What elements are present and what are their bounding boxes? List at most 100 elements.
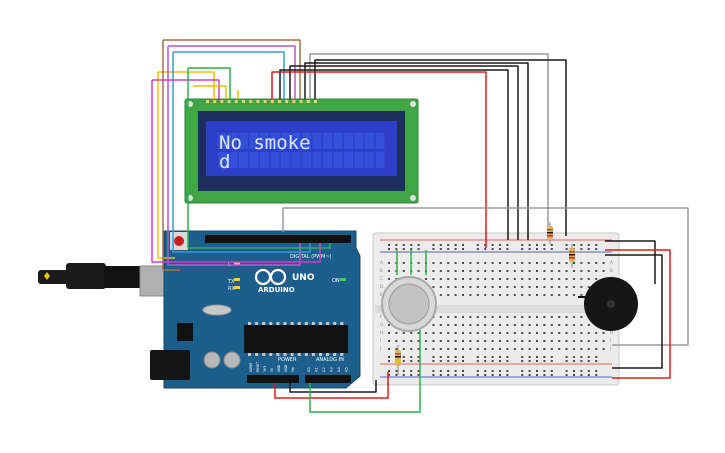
lcd-pin[interactable] — [306, 100, 310, 103]
crystal — [202, 304, 232, 316]
rail-hole — [573, 356, 575, 358]
wire-green-bottom[interactable] — [309, 330, 421, 413]
chip-pin — [248, 322, 251, 325]
wire-green-lcd[interactable] — [188, 67, 231, 99]
bb-hole — [425, 340, 427, 342]
rail-hole — [580, 248, 583, 250]
lcd-pin[interactable] — [285, 100, 289, 103]
rail-hole — [573, 370, 575, 372]
rail-hole — [454, 248, 457, 250]
wire-yellow-lcd-top[interactable] — [158, 71, 215, 99]
lcd-pin[interactable] — [227, 100, 231, 103]
wire-red-5v[interactable] — [271, 71, 487, 248]
chip-pin — [333, 322, 337, 325]
wire-magenta-lcd[interactable] — [152, 79, 220, 99]
lcd-pin[interactable] — [220, 100, 224, 103]
bb-hole — [439, 348, 442, 350]
bb-hole — [447, 278, 450, 280]
bb-hole — [425, 278, 427, 280]
rail-hole — [543, 356, 546, 358]
bb-hole — [476, 324, 479, 326]
bb-hole — [573, 332, 575, 334]
lcd-pin[interactable] — [242, 100, 245, 103]
rail-hole — [550, 356, 553, 358]
bb-hole — [528, 262, 531, 264]
rail-hole — [388, 356, 390, 358]
arduino-uno[interactable]: DIGITAL (PWM~) ARDUINO UNO TX RX L ON PO… — [38, 230, 361, 389]
wire-blue-lcd[interactable] — [173, 51, 285, 99]
bb-hole — [447, 270, 450, 272]
bb-hole — [395, 348, 398, 350]
lcd-cell — [354, 152, 364, 168]
rail-hole — [417, 244, 420, 246]
wire-green-arduino[interactable] — [187, 68, 331, 249]
rail-hole — [595, 360, 598, 362]
lcd-pin[interactable] — [213, 100, 217, 103]
gas-sensor[interactable] — [381, 276, 437, 332]
bb-hole — [558, 286, 561, 288]
wire-yellow-2[interactable] — [193, 85, 227, 99]
bb-hole — [513, 262, 516, 264]
lcd-pin[interactable] — [263, 100, 267, 103]
bb-hole — [462, 324, 464, 326]
wire-purple-arduino[interactable] — [167, 46, 301, 266]
lcd-pin[interactable] — [249, 100, 253, 103]
wire-red-bottom[interactable] — [274, 372, 389, 399]
reset-button-cap[interactable] — [174, 236, 184, 246]
rail-hole — [587, 370, 590, 372]
lcd-pin[interactable] — [314, 100, 317, 103]
bb-hole — [388, 332, 390, 334]
piezo-buzzer[interactable] — [578, 277, 638, 331]
rail-hole — [388, 360, 390, 362]
rail-hole — [432, 374, 435, 376]
bb-hole — [417, 270, 420, 272]
lcd-pin[interactable] — [292, 100, 296, 103]
power-pin-label: GND — [284, 364, 288, 372]
lcd-cell — [270, 133, 280, 149]
lcd-cell — [344, 133, 353, 149]
wire-grey-top[interactable] — [309, 53, 549, 236]
bb-hole — [469, 294, 472, 296]
wire-magenta-arduino[interactable] — [151, 80, 321, 263]
wire-black-4[interactable] — [279, 69, 509, 240]
lcd-pin[interactable] — [299, 100, 303, 103]
wire-brown-lcd[interactable] — [163, 39, 301, 99]
bb-hole — [476, 270, 479, 272]
lcd-pin[interactable] — [234, 100, 238, 103]
wire-brown-arduino[interactable] — [162, 40, 180, 271]
bb-hole — [439, 332, 442, 334]
rail-hole — [499, 370, 501, 372]
lcd-pin[interactable] — [278, 100, 281, 103]
bb-hole — [432, 270, 435, 272]
chip-pin — [283, 322, 287, 325]
wire-black-1[interactable] — [314, 59, 567, 236]
l-led — [234, 262, 240, 265]
rail-hole — [595, 248, 598, 250]
wires — [151, 39, 689, 413]
resistor-3[interactable] — [395, 345, 401, 375]
arduino-logo-text: ARDUINO — [258, 286, 295, 294]
lcd-pin[interactable] — [206, 100, 209, 103]
wire-yellow-lcd[interactable] — [157, 72, 175, 259]
wire-buzzer-gnd[interactable] — [605, 254, 663, 369]
resistor-2[interactable] — [569, 244, 575, 268]
wire-purple-lcd[interactable] — [168, 45, 296, 99]
bb-row-label: J — [379, 346, 381, 351]
wire-black-3[interactable] — [289, 65, 519, 240]
bb-hole — [432, 278, 435, 280]
wire-black-2[interactable] — [304, 62, 529, 240]
wire-buzzer-red[interactable] — [605, 249, 671, 379]
bb-hole — [521, 324, 524, 326]
resistor-1[interactable] — [547, 222, 553, 244]
bb-hole — [550, 340, 553, 342]
lcd-pin[interactable] — [270, 100, 274, 103]
wire-buzzer-black[interactable] — [605, 240, 656, 284]
lcd-display[interactable]: No smoke d — [184, 98, 419, 204]
bb-hole — [573, 262, 575, 264]
bb-hole — [454, 286, 457, 288]
wire-black-bottom[interactable] — [289, 380, 377, 393]
lcd-pin[interactable] — [256, 100, 260, 103]
bb-hole — [388, 324, 390, 326]
chip-pin — [290, 322, 294, 325]
tx-label: TX — [227, 279, 235, 285]
